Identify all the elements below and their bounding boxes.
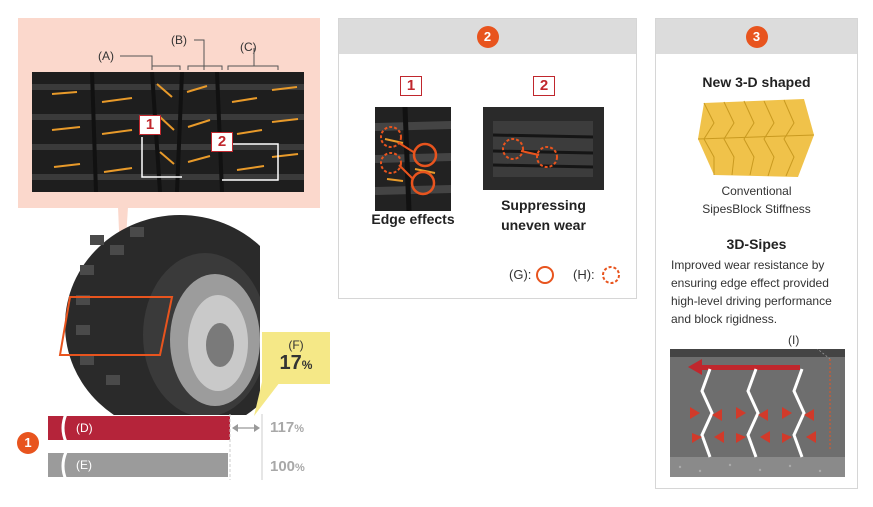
bar-d-label: (D) [76,421,93,435]
sipe-block-diagram [670,349,845,477]
bar-e: (E) [48,453,228,477]
panel2-marker-2: 2 [533,76,555,96]
label-a: (A) [98,49,114,63]
tread-closeup-image [32,72,304,192]
callout-label: (F) [288,338,304,352]
uneven-wear-caption: Suppressing uneven wear [501,197,586,233]
legend-g-label: (G): [509,267,532,282]
panel2-marker-1: 1 [400,76,422,96]
panel-3-header: 3 [656,19,857,54]
tire-image [58,215,260,415]
label-i: (I) [788,333,800,347]
improvement-callout: (F) 17% [262,332,330,384]
bar-e-value: 100% [270,458,305,475]
edge-effects-caption: Edge effects [371,211,455,227]
bar-guides [61,413,263,481]
section-number-2: 2 [476,26,499,48]
bar-d: (D) [48,416,230,440]
panel-2-header: 2 [339,19,636,54]
bar-e-label: (E) [76,458,92,472]
label-b: (B) [171,33,187,47]
panel-3: 3 New 3-D shaped Conventional SipesBlock… [655,18,858,489]
panel3-subtitle: 3D-Sipes [726,236,787,252]
callout-tail [254,382,280,416]
tread-marker-1: 1 [139,115,161,135]
uneven-wear-image [483,107,604,190]
conventional-caption: Conventional SipesBlock Stiffness [702,184,811,216]
tread-marker-2: 2 [211,132,233,152]
section-number-3: 3 [745,26,768,48]
panel3-description: Improved wear resistance by ensuring edg… [671,258,832,326]
section-number-1: 1 [17,432,39,454]
panel-2: 2 1 Edge effects 2 Suppressing uneven we… [338,18,637,299]
panel3-title: New 3-D shaped [702,74,811,90]
edge-effects-image [375,107,451,211]
solid-circle-icon [536,266,554,284]
3d-sipe-shape-image [697,99,815,177]
dashed-circle-icon [602,266,620,284]
label-c: (C) [240,40,257,54]
legend-h-label: (H): [573,267,595,282]
callout-value: 17 [279,352,302,374]
bar-d-value: 117% [270,419,304,436]
callout-unit: % [301,358,313,372]
tread-brackets [120,39,279,70]
